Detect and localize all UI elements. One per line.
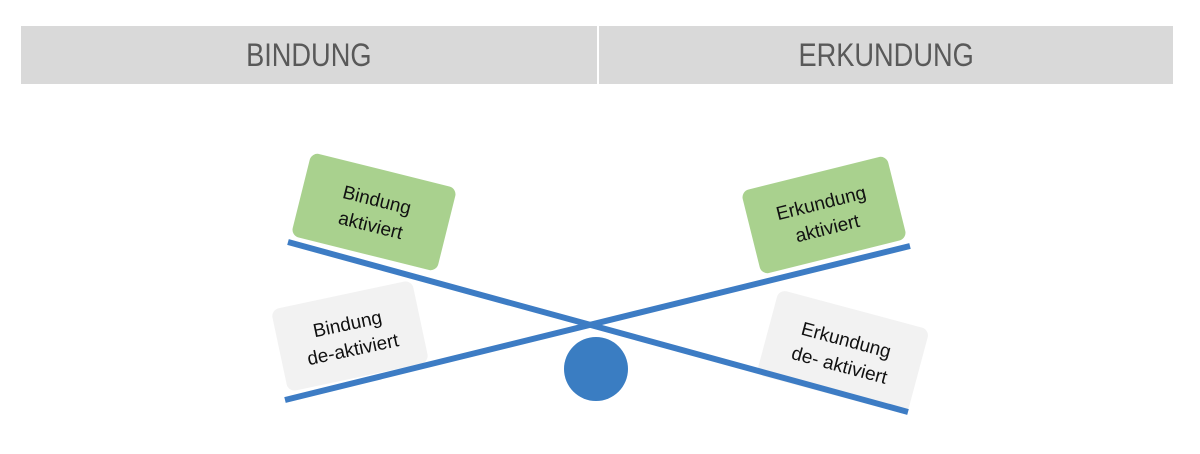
box-erkundung-aktiviert: Erkundung aktiviert	[742, 156, 906, 274]
box-bindung-deaktiviert: Bindung de-aktiviert	[272, 281, 428, 391]
header-bindung: BINDUNG	[21, 26, 597, 84]
header-erkundung-label: ERKUNDUNG	[798, 36, 974, 73]
box-erkundung-deaktiviert: Erkundung de- aktiviert	[758, 291, 928, 413]
box-bindung-aktiviert: Bindung aktiviert	[292, 153, 456, 271]
beam-erkundung	[284, 243, 911, 403]
header-bindung-label: BINDUNG	[246, 36, 372, 73]
beam-bindung	[287, 239, 909, 415]
fulcrum-circle	[564, 337, 628, 401]
header-erkundung: ERKUNDUNG	[599, 26, 1173, 84]
